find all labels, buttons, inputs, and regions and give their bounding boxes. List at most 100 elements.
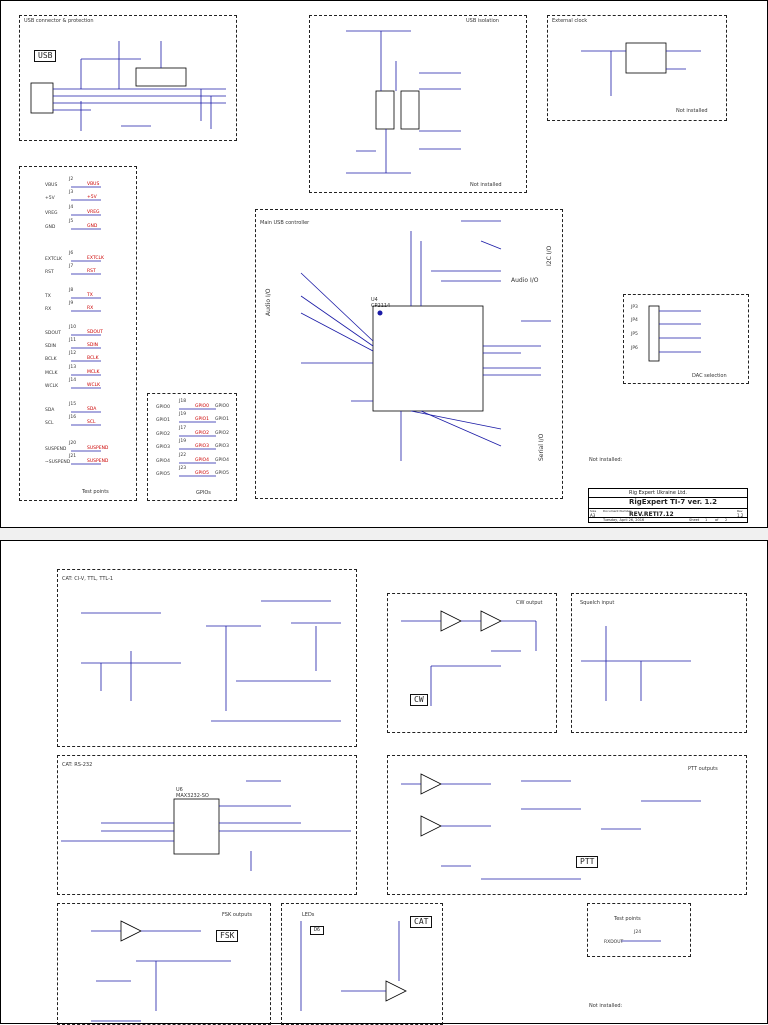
block-external-clock: External clock Not installed bbox=[547, 15, 727, 121]
tp-ref: J24 bbox=[634, 930, 642, 935]
test-point-ref: J7 bbox=[69, 264, 74, 269]
chip-ref: U4 bbox=[371, 297, 378, 303]
block-title: PTT outputs bbox=[688, 766, 718, 772]
block-title: DAC selection bbox=[692, 373, 727, 379]
gpio-out: GPIO5 bbox=[215, 471, 229, 476]
pin1-marker bbox=[377, 310, 383, 316]
gpio-ref: J22 bbox=[179, 453, 187, 458]
block-dac-selection: DAC selection bbox=[623, 294, 749, 384]
block-fsk-outputs: FSK outputs FSK bbox=[57, 903, 271, 1025]
test-point-ref: J2 bbox=[69, 177, 74, 182]
test-point-net-label: EXTCLK bbox=[87, 256, 104, 261]
block-title: CAT: CI-V, TTL, TTL-1 bbox=[62, 576, 114, 582]
test-point-net-label: BCLK bbox=[87, 356, 99, 361]
size-value: A3 bbox=[590, 513, 596, 518]
block-title: Squelch input bbox=[580, 600, 615, 606]
test-point-net-label: SDA bbox=[87, 407, 97, 412]
audio-io-left: Audio I/O bbox=[265, 288, 272, 316]
fsk-label: FSK bbox=[216, 930, 239, 942]
test-point-net-label: SCL bbox=[87, 420, 96, 425]
doc-number: REV.RETI7.12 bbox=[629, 511, 674, 518]
block-title: Test points bbox=[82, 489, 109, 495]
gpio-out: GPIO2 bbox=[215, 431, 229, 436]
not-installed-heading: Not installed: bbox=[589, 457, 623, 463]
test-point-net: VBUS bbox=[45, 183, 58, 188]
block-cat-civ-ttl: CAT: CI-V, TTL, TTL-1 bbox=[57, 569, 357, 747]
block-title: USB isolation bbox=[466, 18, 499, 24]
gpio-ref: J18 bbox=[179, 399, 187, 404]
gpio-net-label: GPIO4 bbox=[195, 458, 209, 463]
block-title: Test points bbox=[614, 916, 641, 922]
sheet-separator bbox=[0, 528, 768, 540]
test-point-net-label: +5V bbox=[87, 195, 97, 200]
test-point-net-label: TX bbox=[87, 293, 93, 298]
gpio-net-label: GPIO5 bbox=[195, 471, 209, 476]
rev-label: Rev bbox=[737, 509, 743, 513]
chip-name: MAX3232-SO bbox=[176, 793, 209, 799]
sheet-of: of bbox=[715, 518, 719, 522]
gpio-out: GPIO3 bbox=[215, 444, 229, 449]
test-point-net-label: WCLK bbox=[87, 383, 101, 388]
led-ref: D6 bbox=[310, 926, 325, 935]
test-point-net-label: RST bbox=[87, 269, 96, 274]
gpio-ref: J19 bbox=[179, 439, 187, 444]
dac-jumper-ref: JP5 bbox=[631, 332, 638, 337]
block-leds: LEDs D6 CAT bbox=[281, 903, 443, 1025]
test-point-net: SDOUT bbox=[45, 331, 61, 336]
test-point-ref: J11 bbox=[69, 338, 77, 343]
gpio-net: GPIO3 bbox=[156, 445, 170, 450]
test-point-ref: J8 bbox=[69, 288, 74, 293]
block-test-points-2: Test points J24 RXDOUT bbox=[587, 903, 691, 957]
block-title: CAT: RS-232 bbox=[62, 762, 93, 768]
block-title: LEDs bbox=[302, 912, 315, 918]
gpio-net: GPIO0 bbox=[156, 405, 170, 410]
divider bbox=[589, 517, 747, 518]
block-title: FSK outputs bbox=[222, 912, 252, 918]
test-point-net: GND bbox=[45, 225, 56, 230]
block-squelch-input: Squelch input bbox=[571, 593, 747, 733]
gpio-out: GPIO4 bbox=[215, 458, 229, 463]
cw-label: CW bbox=[410, 694, 428, 706]
gpio-out: GPIO1 bbox=[215, 417, 229, 422]
sheet-total: 2 bbox=[725, 518, 728, 522]
gpio-net: GPIO5 bbox=[156, 472, 170, 477]
test-point-ref: J3 bbox=[69, 190, 74, 195]
title-block: Rig Expert Ukraine Ltd. RigExpert TI-7 v… bbox=[588, 488, 748, 523]
gpio-net: GPIO1 bbox=[156, 418, 170, 423]
dac-jumper-ref: JP3 bbox=[631, 305, 638, 310]
test-point-ref: J5 bbox=[69, 219, 74, 224]
chip-name: CP2114 bbox=[371, 303, 391, 309]
test-point-ref: J14 bbox=[69, 378, 77, 383]
test-point-net: TX bbox=[45, 294, 51, 299]
gpio-net: GPIO2 bbox=[156, 432, 170, 437]
not-installed-note: Not installed bbox=[676, 108, 708, 114]
gpio-ref: J23 bbox=[179, 466, 187, 471]
block-gpios: GPIOs bbox=[147, 393, 237, 501]
test-point-net-label: SDIN bbox=[87, 343, 99, 348]
test-point-ref: J21 bbox=[69, 454, 77, 459]
block-ptt-outputs: PTT outputs PTT bbox=[387, 755, 747, 895]
drawing-date: Tuesday, April 26, 2016 bbox=[603, 518, 645, 522]
schematic-sheet-2: CAT: CI-V, TTL, TTL-1 CW output CW Squel… bbox=[0, 540, 768, 1025]
block-title: CW output bbox=[516, 600, 543, 606]
block-cat-rs232: CAT: RS-232 bbox=[57, 755, 357, 895]
gpio-ref: J17 bbox=[179, 426, 187, 431]
test-point-ref: J6 bbox=[69, 251, 74, 256]
audio-io-right: Audio I/O bbox=[511, 277, 539, 284]
rev-value: 1.2 bbox=[737, 513, 744, 518]
gpio-net-label: GPIO2 bbox=[195, 431, 209, 436]
test-point-net: EXTCLK bbox=[45, 257, 62, 262]
test-point-net-label: SUSPEND bbox=[87, 446, 109, 451]
chip-ref: U6 bbox=[176, 787, 183, 793]
test-point-net: BCLK bbox=[45, 357, 57, 362]
not-installed-heading: Not installed: bbox=[589, 1003, 623, 1009]
test-point-net-label: VBUS bbox=[87, 182, 100, 187]
test-point-ref: J13 bbox=[69, 365, 77, 370]
test-point-ref: J16 bbox=[69, 415, 77, 420]
company-name: Rig Expert Ukraine Ltd. bbox=[629, 490, 688, 496]
test-point-net: SCL bbox=[45, 421, 54, 426]
test-point-net: VREG bbox=[45, 211, 58, 216]
test-point-net: SUSPEND bbox=[45, 447, 67, 452]
test-point-ref: J9 bbox=[69, 301, 74, 306]
block-title: GPIOs bbox=[196, 490, 211, 496]
